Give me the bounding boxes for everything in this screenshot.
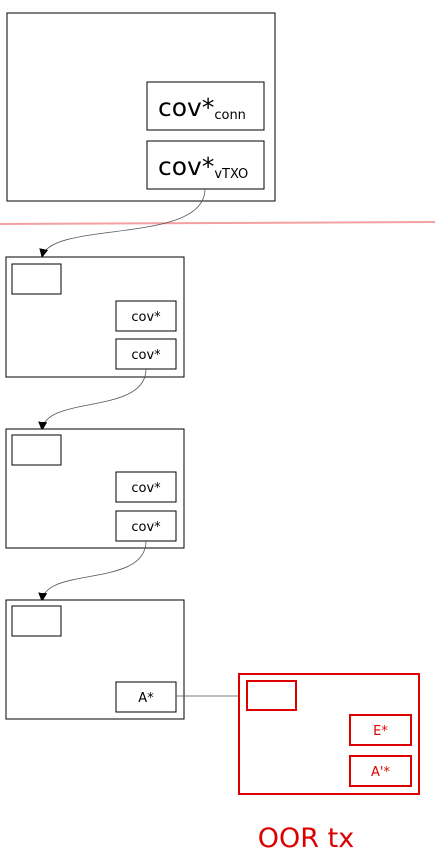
oor-output-1-label: E* [373,724,388,739]
oor-output-2-label: A'* [371,765,390,780]
chain-tx1-output-2-label: cov* [131,348,161,363]
chain-transaction-2: cov* cov* [5,428,185,549]
chain-tx1-output-2-box [115,338,177,370]
root-output-vtxo-label: cov*vTXO [158,152,248,182]
chain-tx2-output-2-box [115,510,177,542]
connector-tx2-to-tx3 [38,540,147,602]
root-output-conn-label: cov*conn [158,93,246,123]
root-transaction: cov*conn cov*vTXO [6,12,276,202]
oor-transaction: E* A'* OOR tx [238,673,420,854]
divider-line [0,221,435,225]
oor-output-2-box [349,755,412,787]
chain-tx1-input-box [11,263,62,295]
chain-transaction-1: cov* cov* [5,256,185,378]
connector-root-to-tx1 [39,188,206,258]
chain-tx3-output-1-box [115,681,177,713]
chain-transaction-3: A* [5,599,185,720]
oor-output-1-box [349,714,412,746]
chain-tx2-output-2-label: cov* [131,520,161,535]
connector-tx1-to-tx2 [38,368,147,431]
oor-tx-title: OOR tx [258,823,354,854]
chain-tx3-input-box [11,605,62,637]
chain-tx1-output-1-label: cov* [131,310,161,325]
chain-tx2-input-box [11,434,62,466]
oor-tx-input-box [246,680,297,711]
chain-tx3-output-1-label: A* [138,691,154,706]
chain-tx2-output-1-box [115,471,177,503]
chain-tx1-output-1-box [115,300,177,332]
chain-tx2-output-1-label: cov* [131,481,161,496]
root-output-vtxo-box [146,140,265,190]
root-output-conn-box [146,81,265,131]
